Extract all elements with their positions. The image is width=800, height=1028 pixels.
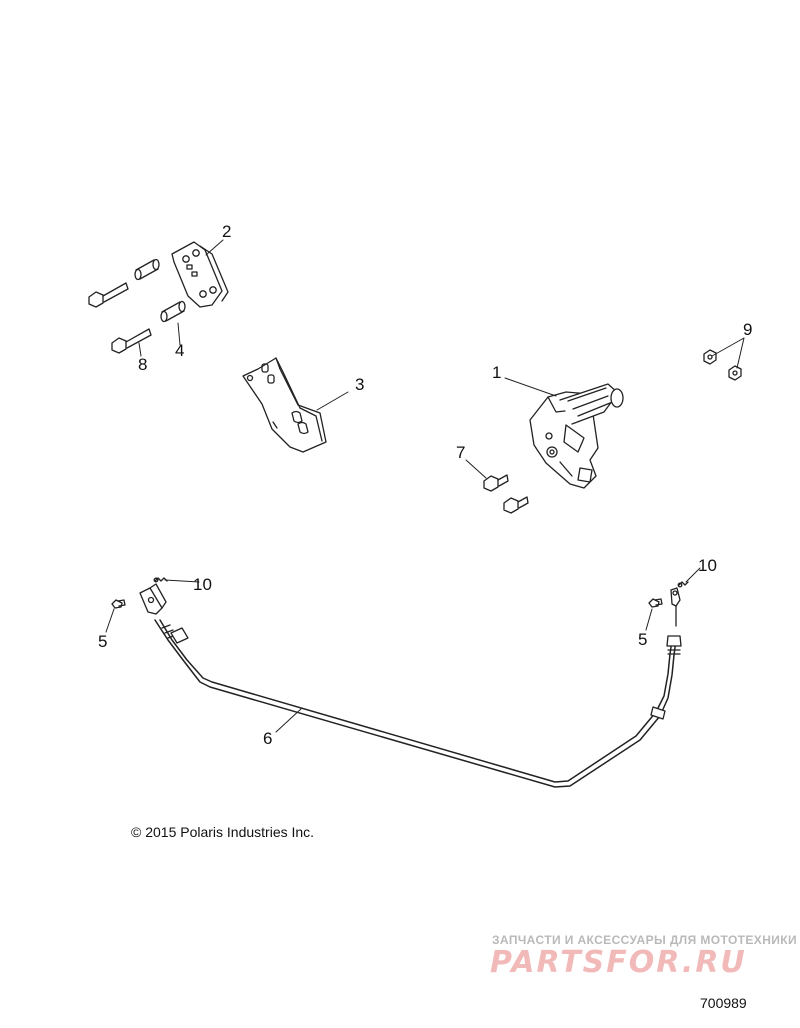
callout-7: 7 [456,443,465,462]
callout-8: 8 [138,355,147,374]
watermark-tagline: ЗАПЧАСТИ И АКСЕССУАРЫ ДЛЯ МОТОТЕХНИКИ [492,933,798,947]
cotter-pin-part-10-left [153,577,168,583]
callout-3: 3 [355,375,364,394]
leader-3 [316,391,349,411]
leader-8 [138,342,142,357]
leader-1 [504,377,557,397]
callout-5-left: 5 [98,632,107,651]
spacer-part-4-lower [160,300,186,323]
leader-lines [105,239,745,733]
callout-1: 1 [492,363,501,382]
callout-5-right: 5 [638,630,647,649]
clevis-pin-part-5-right [648,598,663,608]
bolt-part-8-lower [111,328,152,354]
cotter-pin-part-10-right [677,581,689,588]
clevis-pin-part-5-left [111,599,126,609]
leader-6 [275,707,303,733]
callout-9: 9 [743,320,752,339]
leader-4 [177,322,181,346]
spacer-part-4-upper [134,258,160,281]
callout-4: 4 [175,341,184,360]
cable-end-fitting-right [670,587,681,627]
nut-part-9-upper [703,349,717,365]
leader-7 [465,459,487,479]
bracket-plate-part-3 [242,357,327,453]
figure-number: 700989 [700,995,747,1011]
brake-cable-part-6 [154,619,682,788]
callout-10-left: 10 [193,575,212,594]
hand-brake-lever-part-1 [529,383,624,489]
mounting-bracket-part-2 [171,241,229,308]
leader-5-left [105,608,115,633]
bolt-part-8-upper [88,282,129,308]
flange-bolt-part-7-upper [483,474,509,492]
leader-2 [205,239,224,256]
cable-clevis-left [139,583,167,615]
leader-10-right [685,567,701,583]
copyright-notice: © 2015 Polaris Industries Inc. [131,824,315,840]
flange-bolt-part-7-lower [503,496,529,514]
leader-5-right [645,608,653,631]
leader-10-left [164,579,200,583]
callout-6: 6 [263,729,272,748]
callout-10-right: 10 [698,556,717,575]
watermark-logo: PARTSFOR.RU [490,945,747,980]
callout-2: 2 [222,222,231,241]
nut-part-9-lower [728,365,742,381]
leader-9 [711,337,745,369]
